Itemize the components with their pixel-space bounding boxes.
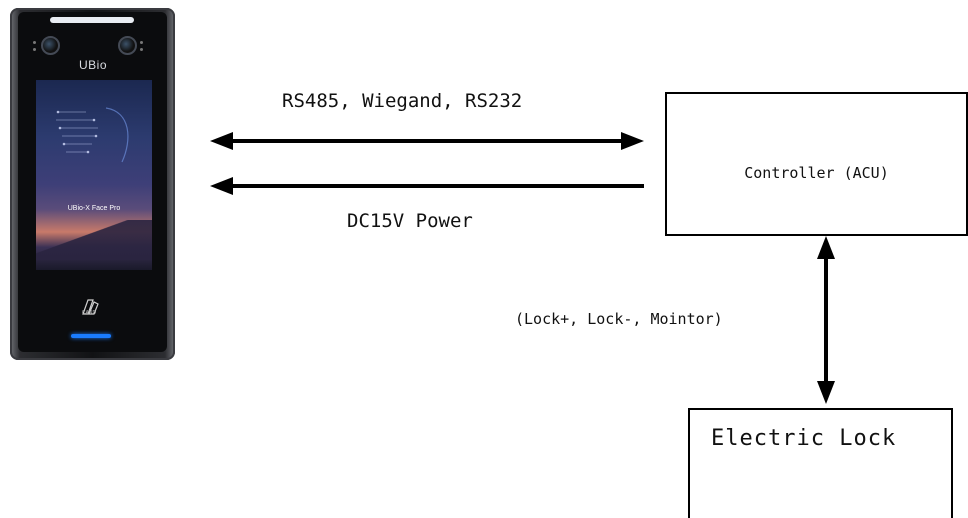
lock-signal-label: (Lock+, Lock-, Mointor): [515, 310, 723, 328]
controller-label: Controller (ACU): [665, 164, 968, 182]
power-label: DC15V Power: [347, 210, 473, 232]
power-arrow: [210, 177, 644, 195]
lock-signal-arrow: [817, 236, 835, 404]
electric-lock-label: Electric Lock: [711, 426, 896, 451]
communication-label: RS485, Wiegand, RS232: [282, 90, 522, 112]
electric-lock-box: [688, 408, 953, 518]
communication-arrow: [210, 132, 644, 150]
